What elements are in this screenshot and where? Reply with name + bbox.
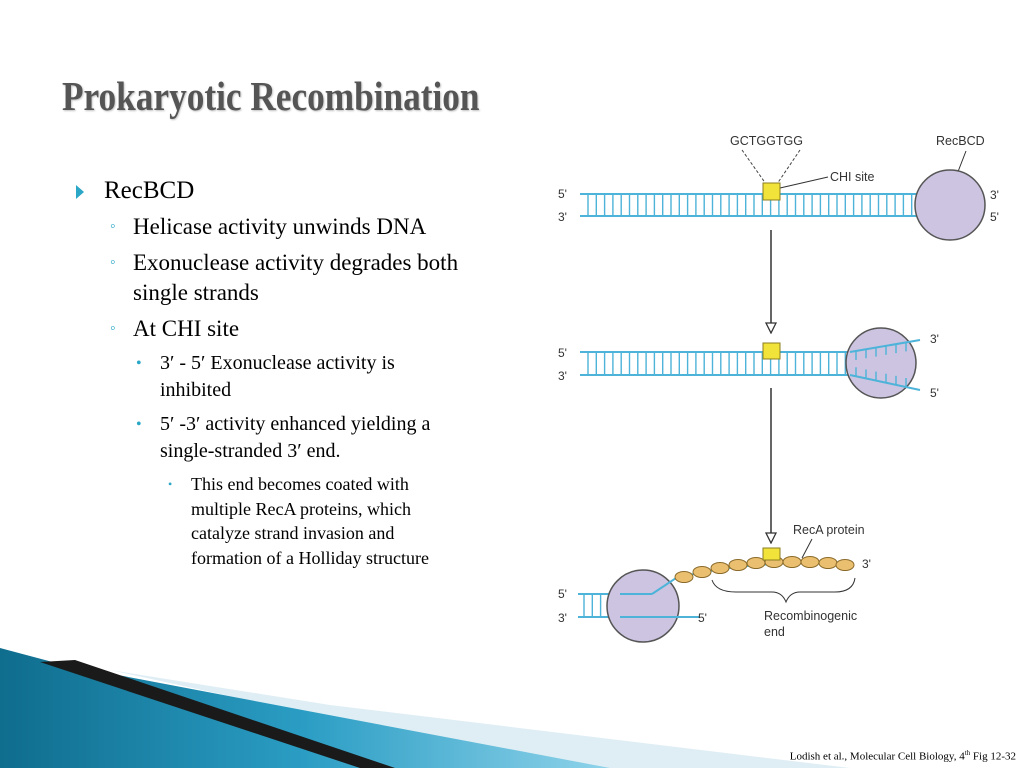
- dot-bullet-icon: •: [136, 355, 142, 372]
- chi-site-label: CHI site: [830, 170, 875, 184]
- reca-pointer: [801, 538, 813, 559]
- dot-bullet-icon: •: [168, 477, 173, 491]
- recombination-diagram: GCTGGTGG RecBCD CHI site 5' 3' 3' 5' 5' …: [558, 134, 999, 643]
- prime-3-label: 3': [558, 210, 567, 224]
- unwound-strand-bottom: [849, 374, 921, 391]
- circle-bullet-icon: ◦: [110, 254, 116, 271]
- bullet-inhibited-text: 3′ - 5′ Exonuclease activity is inhibite…: [160, 352, 395, 401]
- chi-site-box: [762, 342, 781, 360]
- citation: Lodish et al., Molecular Cell Biology, 4…: [790, 749, 1016, 763]
- reca-protein-bead: [835, 559, 855, 571]
- swoosh-dark-band: [40, 660, 395, 768]
- chi-site-box: [762, 547, 781, 561]
- recombinogenic-brace: [711, 577, 856, 604]
- bullet-recbcd: RecBCD: [74, 176, 474, 206]
- reca-protein-bead: [728, 559, 748, 571]
- dot-bullet-icon: •: [136, 416, 142, 433]
- bullet-coated: • This end becomes coated with multiple …: [74, 472, 461, 570]
- swoosh-blue-band: [0, 648, 610, 768]
- citation-sup: th: [964, 749, 971, 757]
- bullet-inhibited: • 3′ - 5′ Exonuclease activity is inhibi…: [74, 350, 450, 404]
- citation-main: Lodish et al., Molecular Cell Biology, 4: [789, 750, 965, 763]
- bullet-chi: ◦ At CHI site: [74, 314, 473, 344]
- prime-5-label: 5': [558, 346, 567, 360]
- prime-3-label: 3': [990, 188, 999, 202]
- unwound-rungs: [855, 342, 907, 387]
- bullet-helicase: ◦ Helicase activity unwinds DNA: [74, 212, 473, 242]
- bullet-enhanced: • 5′ -3′ activity enhanced yielding a si…: [74, 411, 450, 465]
- chi-site-box: [762, 182, 781, 201]
- reca-protein-bead: [674, 571, 694, 583]
- prime-5-label: 5': [930, 386, 939, 400]
- sequence-label: GCTGGTGG: [730, 134, 803, 148]
- prime-3-label: 3': [930, 332, 939, 346]
- reca-protein-coat: [674, 556, 855, 583]
- triangle-bullet-icon: [76, 185, 84, 199]
- bullet-recbcd-text: RecBCD: [104, 177, 195, 204]
- recbcd-enzyme: [845, 327, 917, 399]
- reca-protein-bead: [692, 566, 712, 578]
- recombinogenic-label: end: [764, 625, 785, 639]
- sequence-pointer: [741, 149, 767, 185]
- base-pair-rungs: [587, 194, 921, 216]
- citation-fig: Fig 12-32: [970, 750, 1016, 763]
- bullet-exonuclease: ◦ Exonuclease activity degrades both sin…: [74, 248, 473, 308]
- recombinogenic-label: Recombinogenic: [764, 609, 857, 623]
- slide-title: Prokaryotic Recombination: [62, 73, 480, 119]
- prime-5-label: 5': [698, 611, 707, 625]
- bullet-helicase-text: Helicase activity unwinds DNA: [133, 214, 427, 239]
- prime-3-label: 3': [558, 369, 567, 383]
- bullet-list: RecBCD ◦ Helicase activity unwinds DNA ◦…: [74, 176, 474, 570]
- circle-bullet-icon: ◦: [110, 218, 116, 235]
- sequence-pointer: [776, 149, 801, 185]
- prime-5-label: 5': [990, 210, 999, 224]
- reca-protein-label: RecA protein: [793, 523, 865, 537]
- prime-5-label: 5': [558, 187, 567, 201]
- bullet-chi-text: At CHI site: [133, 316, 240, 341]
- reca-protein-bead: [710, 562, 730, 574]
- bullet-exonuclease-text: Exonuclease activity degrades both singl…: [133, 250, 459, 305]
- circle-bullet-icon: ◦: [110, 320, 116, 337]
- recbcd-enzyme: [914, 169, 986, 241]
- prime-3-label: 3': [862, 557, 871, 571]
- recbcd-label: RecBCD: [936, 134, 985, 148]
- chi-site-pointer: [779, 176, 829, 189]
- bullet-coated-text: This end becomes coated with multiple Re…: [191, 474, 429, 568]
- unwound-strand-top: [849, 339, 921, 353]
- bullet-enhanced-text: 5′ -3′ activity enhanced yielding a sing…: [160, 413, 431, 462]
- prime-5-label: 5': [558, 587, 567, 601]
- prime-3-label: 3': [558, 611, 567, 625]
